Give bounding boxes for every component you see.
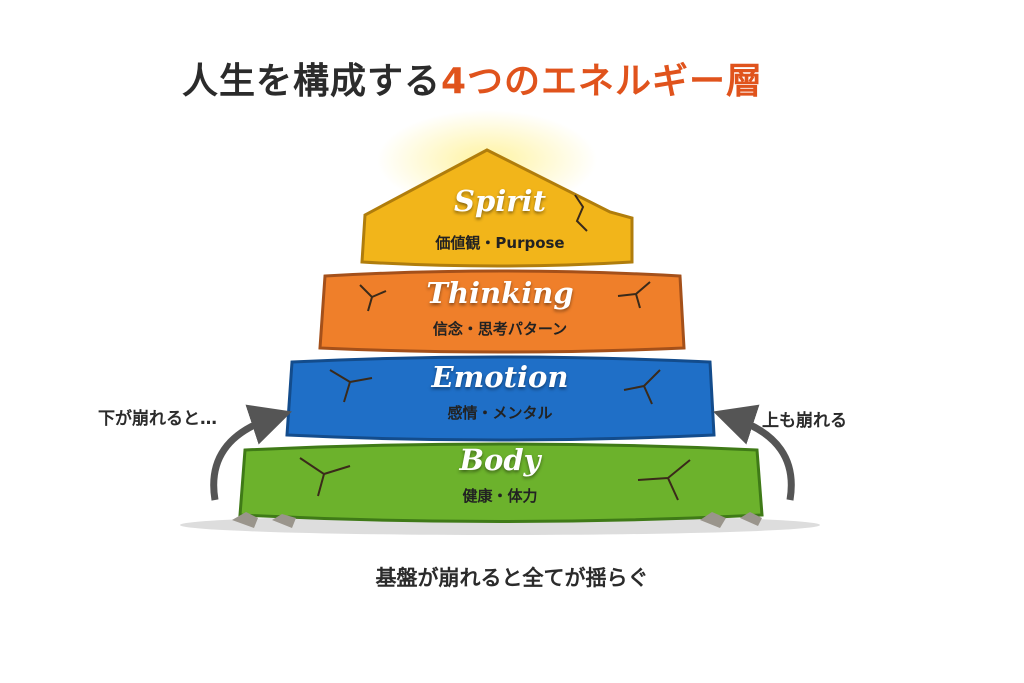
- bottom-caption: 基盤が崩れると全てが揺らぐ: [375, 566, 649, 590]
- layer-spirit-subtitle: 価値観・Purpose: [435, 234, 565, 252]
- crack-marks: [299, 194, 691, 501]
- rubble: [232, 512, 762, 528]
- left-label: 下が崩れると…: [98, 409, 217, 429]
- layer-emotion-subtitle: 感情・メンタル: [447, 404, 553, 422]
- layer-emotion-name: Emotion: [431, 360, 569, 394]
- layer-body-name: Body: [459, 443, 541, 477]
- right-label: 上も崩れる: [762, 411, 847, 431]
- layer-thinking-name: Thinking: [426, 276, 574, 310]
- right-curved-arrow-icon: [713, 404, 795, 501]
- title-prefix: 人生を構成する: [181, 61, 441, 102]
- layer-body-shape: [238, 442, 764, 523]
- layer-spirit-shape: [360, 148, 634, 268]
- page-title: 人生を構成する4つのエネルギー層: [0, 52, 945, 104]
- layer-thinking-shape: [318, 269, 686, 354]
- layer-body-subtitle: 健康・体力: [462, 487, 538, 505]
- layer-spirit-name: Spirit: [454, 184, 546, 218]
- title-accent: 4つのエネルギー層: [440, 61, 764, 102]
- layer-thinking-subtitle: 信念・思考パターン: [432, 320, 568, 338]
- left-curved-arrow-icon: [210, 404, 292, 501]
